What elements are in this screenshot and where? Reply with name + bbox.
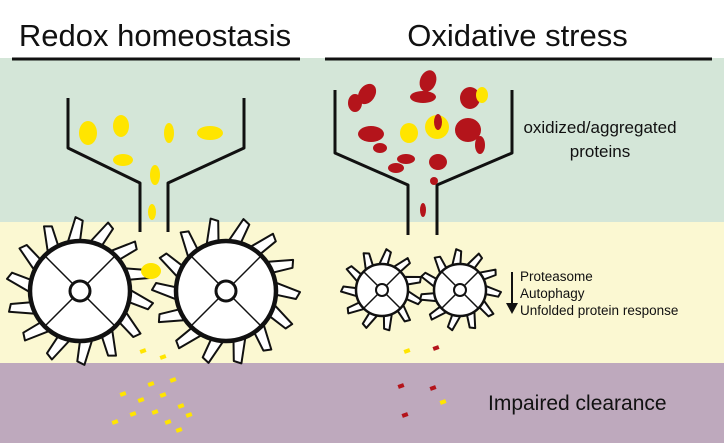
funnel-left: [66, 98, 246, 232]
normal-fragment: [439, 399, 447, 405]
normal-protein: [197, 126, 223, 140]
normal-fragment: [137, 397, 145, 403]
oxidized-protein: [358, 126, 384, 142]
normal-protein: [400, 123, 418, 143]
normal-fragment: [185, 412, 193, 418]
oxidized-protein: [455, 118, 481, 142]
normal-protein-group: [79, 115, 223, 279]
heading-redox-homeostasis: Redox homeostasis: [18, 18, 292, 53]
normal-fragment: [129, 411, 137, 417]
oxidized-proteins-label-line1: oxidized/aggregated: [523, 118, 677, 137]
oxidized-protein: [397, 154, 415, 164]
oxidized-fragment: [429, 385, 437, 391]
normal-fragment: [147, 381, 155, 387]
normal-protein: [164, 123, 174, 143]
normal-protein: [113, 154, 133, 166]
gear-hub: [68, 279, 92, 303]
band-top: [0, 58, 724, 222]
band-bottom: [0, 363, 724, 443]
oxidized-protein: [357, 83, 377, 105]
oxidized-fragment: [401, 412, 409, 418]
normal-protein: [150, 165, 160, 185]
oxidized-protein: [434, 114, 442, 130]
normal-protein: [79, 121, 97, 145]
normal-protein: [148, 204, 156, 220]
pathway-autophagy: Autophagy: [520, 286, 585, 301]
peptide-fragment-group: [111, 345, 447, 433]
normal-fragment: [159, 354, 167, 360]
oxidized-protein: [388, 163, 404, 173]
gear-hub: [214, 279, 238, 303]
gear-group: [6, 216, 502, 366]
oxidized-protein: [430, 177, 438, 185]
oxidized-proteins-label-line2: proteins: [569, 142, 631, 161]
normal-fragment: [164, 419, 172, 425]
gear-icon-large-left: [6, 216, 154, 366]
pathway-proteasome: Proteasome: [520, 269, 593, 284]
normal-protein: [141, 263, 161, 279]
normal-fragment: [403, 348, 411, 354]
normal-fragment: [119, 391, 127, 397]
gear-icon-large-right: [151, 217, 301, 365]
gear-hub: [375, 283, 389, 297]
normal-fragment: [177, 403, 185, 409]
gear-tooth: [419, 248, 502, 332]
impaired-clearance-label: Impaired clearance: [488, 392, 667, 415]
normal-fragment: [111, 419, 119, 425]
heading-oxidative-stress: Oxidative stress: [407, 18, 628, 53]
normal-fragment: [175, 427, 183, 433]
oxidized-protein: [420, 203, 426, 217]
oxidized-fragment: [397, 383, 405, 389]
pathway-unfolded-protein-response: Unfolded protein response: [520, 303, 679, 318]
normal-fragment: [159, 392, 167, 398]
gear-hub: [453, 283, 467, 297]
oxidized-proteins-label: oxidized/aggregated proteins: [500, 116, 700, 164]
oxidized-protein: [419, 70, 437, 92]
oxidized-protein: [460, 87, 480, 109]
oxidized-protein-group: [348, 70, 488, 217]
oxidized-fragment: [432, 345, 440, 351]
normal-fragment: [139, 348, 147, 354]
gear-tooth: [340, 248, 423, 332]
normal-protein: [476, 87, 488, 103]
pathway-list: Proteasome Autophagy Unfolded protein re…: [520, 268, 678, 319]
oxidized-protein: [373, 143, 387, 153]
gear-icon-small-right: [419, 248, 502, 332]
oxidized-protein: [429, 154, 447, 170]
oxidized-protein: [475, 136, 485, 154]
down-arrow-icon: [506, 303, 518, 314]
funnel-right: [333, 90, 514, 235]
normal-fragment: [151, 409, 159, 415]
oxidized-protein: [410, 91, 436, 103]
normal-fragment: [169, 377, 177, 383]
gear-icon-small-left: [340, 248, 423, 332]
normal-protein: [113, 115, 129, 137]
